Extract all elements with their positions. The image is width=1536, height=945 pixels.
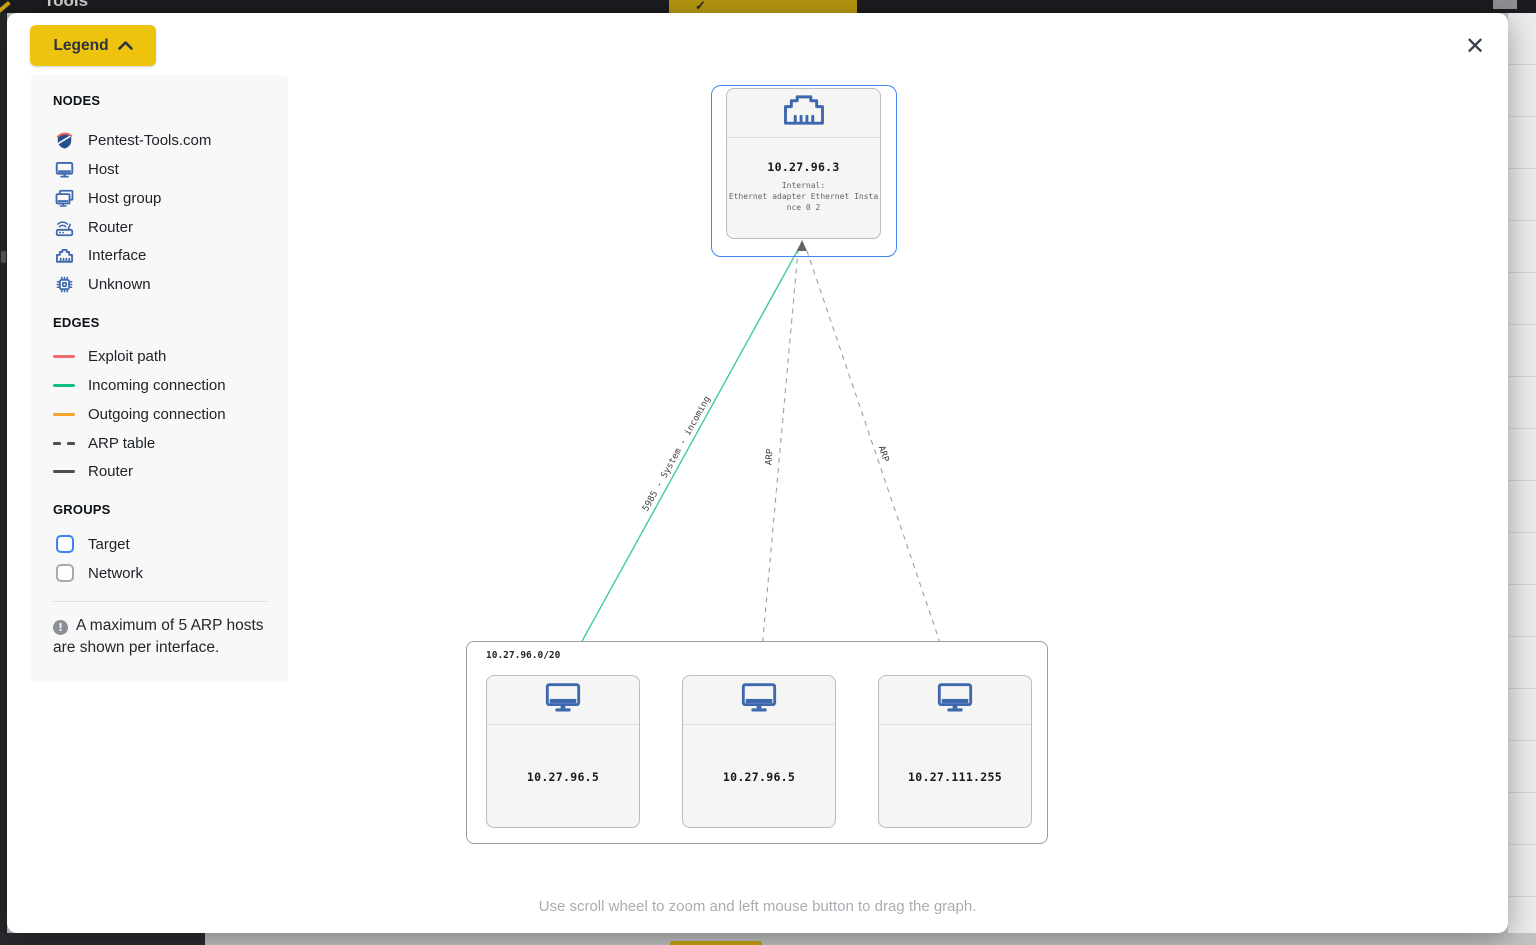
header-widget [1493, 0, 1517, 9]
legend-groups-heading: GROUPS [53, 502, 111, 517]
background-sidebar-bottom [0, 933, 205, 945]
legend-item-label: ARP table [88, 434, 156, 452]
chevron-up-icon [117, 38, 133, 53]
interface-node[interactable]: 10.27.96.3 Internal: Ethernet adapter Et… [726, 88, 881, 239]
legend-item-label: Exploit path [88, 347, 167, 365]
legend-item-interface: Interface [53, 243, 146, 267]
background-table-strip [1508, 13, 1536, 933]
app-logo-icon [0, 0, 11, 13]
arp-table-dashed-line-swatch [53, 441, 75, 445]
legend-item-host: Host [53, 157, 119, 181]
host-ip: 10.27.111.255 [908, 769, 1002, 784]
host-node-1[interactable]: 10.27.96.5 [486, 675, 640, 828]
incoming-connection-line-swatch [53, 383, 75, 387]
interface-ip: 10.27.96.3 [767, 160, 840, 174]
legend-edges-heading: EDGES [53, 315, 100, 330]
edge-label-incoming: 5985 - System - incoming [641, 394, 713, 514]
host-ip: 10.27.96.5 [526, 769, 600, 784]
legend-item-label: Outgoing connection [88, 405, 226, 423]
host-monitor-icon [544, 681, 582, 719]
legend-button-label: Legend [53, 36, 109, 54]
legend-item-label: Pentest-Tools.com [88, 131, 212, 149]
legend-item-host-group: Host group [53, 186, 161, 210]
network-graph-modal: 5985 - System - incoming ARP ARP 10.27.9… [7, 13, 1508, 933]
legend-item-label: Incoming connection [88, 376, 226, 394]
host-monitor-icon [936, 681, 974, 719]
host-group-icon [53, 187, 75, 209]
router-line-swatch [53, 469, 75, 473]
legend-item-incoming-connection: Incoming connection [53, 373, 226, 397]
edge-label-arp-right: ARP [875, 444, 891, 464]
arp-edge-right [806, 250, 951, 673]
legend-item-label: Interface [88, 246, 147, 264]
close-button[interactable]: ✕ [1459, 30, 1491, 62]
info-icon: ! [53, 620, 68, 635]
legend-item-label: Host [88, 160, 119, 178]
edge-label-arp-mid: ARP [764, 448, 776, 466]
target-group-swatch [55, 535, 74, 553]
host-node-3[interactable]: 10.27.111.255 [878, 675, 1032, 828]
interface-icon [53, 244, 75, 266]
check-icon: ✓ [695, 0, 706, 13]
unknown-chip-icon [53, 273, 75, 295]
legend-item-pentest-tools: Pentest-Tools.com [53, 128, 211, 152]
legend-item-label: Network [88, 564, 144, 582]
legend-item-network-group: Network [53, 561, 143, 585]
legend-item-target-group: Target [53, 532, 130, 556]
host-ip: 10.27.96.5 [722, 769, 796, 784]
legend-item-router: Router [53, 215, 133, 239]
legend-item-unknown: Unknown [53, 272, 151, 296]
ethernet-interface-icon [780, 92, 828, 134]
close-icon: ✕ [1464, 32, 1486, 60]
host-icon [53, 158, 75, 180]
header-action-button: ✓ [669, 0, 857, 13]
legend-item-label: Target [88, 535, 130, 553]
interface-description: Internal: Ethernet adapter Ethernet Inst… [728, 181, 879, 212]
background-yellow-button [670, 941, 762, 945]
legend-note: !A maximum of 5 ARP hosts are shown per … [53, 617, 264, 656]
legend-divider [53, 601, 267, 602]
legend-item-outgoing-connection: Outgoing connection [53, 402, 226, 426]
host-monitor-icon [740, 681, 778, 719]
host-node-2[interactable]: 10.27.96.5 [682, 675, 836, 828]
router-icon [53, 216, 75, 238]
legend-item-label: Host group [88, 189, 162, 207]
legend-panel: NODES Pentest-Tools.com [31, 75, 288, 682]
pentest-tools-shield-icon [53, 129, 75, 151]
app-sidebar-edge [0, 13, 7, 933]
graph-canvas[interactable]: 5985 - System - incoming ARP ARP 10.27.9… [7, 13, 1508, 933]
legend-item-label: Router [88, 462, 134, 480]
background-bottom-strip [0, 933, 1536, 945]
page-title: Tools [44, 0, 89, 10]
legend-item-exploit-path: Exploit path [53, 344, 166, 368]
legend-item-arp-table: ARP table [53, 431, 155, 455]
network-group-swatch [55, 564, 74, 582]
network-cidr-label: 10.27.96.0/20 [486, 650, 561, 661]
legend-item-label: Router [88, 218, 134, 236]
outgoing-connection-line-swatch [53, 412, 75, 416]
app-header: Tools ✓ [0, 0, 1536, 13]
graph-usage-hint: Use scroll wheel to zoom and left mouse … [538, 898, 977, 915]
legend-item-label: Unknown [88, 275, 151, 293]
legend-nodes-heading: NODES [53, 93, 101, 108]
legend-toggle-button[interactable]: Legend [30, 25, 156, 66]
exploit-path-line-swatch [53, 354, 75, 358]
target-group-outline [711, 85, 897, 257]
sidebar-icon [1, 251, 6, 263]
network-group: 10.27.96.0/20 10.27.96.5 [466, 641, 1048, 844]
legend-item-router-edge: Router [53, 459, 133, 483]
